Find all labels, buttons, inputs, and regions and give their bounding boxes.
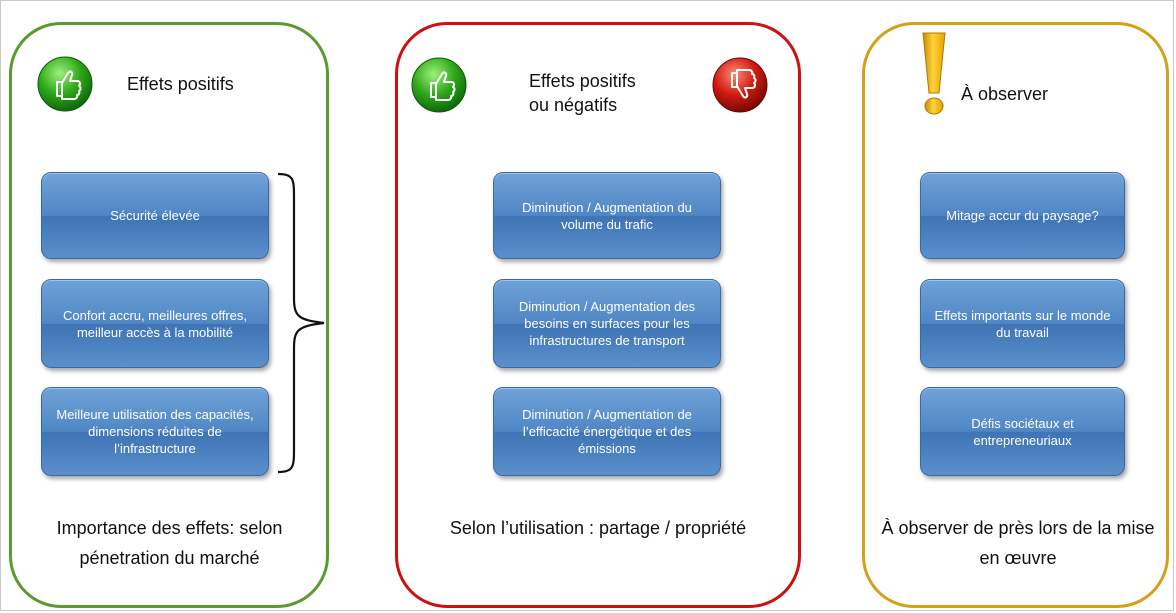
thumbs-down-icon	[712, 57, 768, 113]
thumbs-up-icon	[37, 56, 93, 112]
curly-brace	[277, 172, 325, 474]
effect-box: Défis sociétaux et entrepreneuriaux	[920, 387, 1125, 476]
panel-title: Effets positifs ou négatifs	[529, 71, 636, 115]
effect-box: Mitage accur du paysage?	[920, 172, 1125, 259]
exclamation-icon	[917, 31, 951, 119]
panel-title: Effets positifs	[127, 74, 234, 94]
panel-to-observe: À observer Mitage accur du paysage? Effe…	[862, 22, 1169, 608]
effect-box: Confort accru, meilleures offres, meille…	[41, 279, 269, 368]
panel-footer: À observer de près lors de la mise en œu…	[881, 518, 1155, 568]
effect-box: Meilleure utilisation des capacités, dim…	[41, 387, 269, 476]
effect-box: Sécurité élevée	[41, 172, 269, 259]
panel-footer: Selon l’utilisation : partage / propriét…	[449, 518, 747, 538]
effect-box: Effets importants sur le monde du travai…	[920, 279, 1125, 368]
effect-box: Diminution / Augmentation du volume du t…	[493, 172, 721, 259]
panel-positive-effects: Effets positifs Sécurité élevée Confort …	[9, 22, 329, 608]
panel-positive-or-negative-effects: Effets positifs ou négatifs Diminution /…	[395, 22, 801, 608]
effect-box: Diminution / Augmentation des besoins en…	[493, 279, 721, 368]
panel-title: À observer	[961, 84, 1049, 104]
panel-footer: Importance des effets: selon pénetration…	[56, 518, 283, 568]
effect-box: Diminution / Augmentation de l’efficacit…	[493, 387, 721, 476]
thumbs-up-icon	[411, 57, 467, 113]
